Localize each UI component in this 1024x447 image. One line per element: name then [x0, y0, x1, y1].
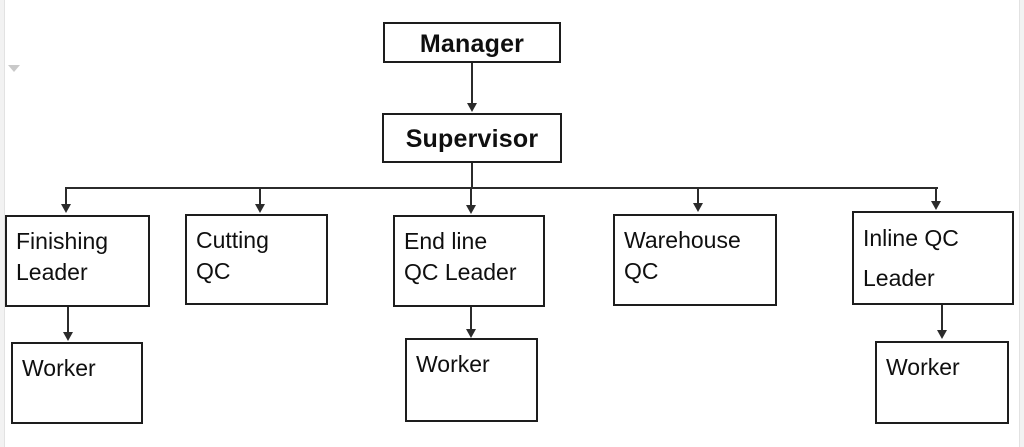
- node-cutting-qc[interactable]: Cutting QC: [185, 214, 328, 305]
- node-worker-mid[interactable]: Worker: [405, 338, 538, 422]
- edge-manager-supervisor: [471, 63, 473, 104]
- page-edge-line-right: [1019, 0, 1020, 447]
- edge-manager-supervisor-arrowhead: [467, 103, 477, 112]
- node-worker-right-label: Worker: [886, 354, 960, 380]
- node-manager-label: Manager: [419, 30, 525, 58]
- node-finishing-leader[interactable]: Finishing Leader: [5, 215, 150, 307]
- node-manager[interactable]: Manager: [383, 22, 561, 63]
- page-gutter-right: [1020, 0, 1024, 447]
- page-gutter-left: [0, 0, 4, 447]
- node-supervisor[interactable]: Supervisor: [382, 113, 562, 163]
- node-warehouse-qc[interactable]: Warehouse QC: [613, 214, 777, 306]
- node-worker-left[interactable]: Worker: [11, 342, 143, 424]
- edge-bus-cutting-arrowhead: [255, 204, 265, 213]
- node-inline-qc-leader[interactable]: Inline QC Leader: [852, 211, 1014, 305]
- collapse-triangle-icon[interactable]: [8, 65, 20, 72]
- edge-supervisor-bus: [66, 187, 938, 189]
- edge-bus-endline-arrowhead: [466, 205, 476, 214]
- edge-finishing-worker-arrowhead: [63, 332, 73, 341]
- node-endline-qc-leader[interactable]: End line QC Leader: [393, 215, 545, 307]
- node-inline-qc-leader-label: Inline QC Leader: [863, 225, 959, 291]
- edge-endline-worker: [470, 307, 472, 331]
- edge-bus-finishing-arrowhead: [61, 204, 71, 213]
- node-finishing-leader-label: Finishing Leader: [16, 228, 109, 285]
- edge-finishing-worker: [67, 307, 69, 334]
- edge-endline-worker-arrowhead: [466, 329, 476, 338]
- edge-bus-warehouse-arrowhead: [693, 203, 703, 212]
- edge-inlineqc-worker: [941, 305, 943, 332]
- node-warehouse-qc-label: Warehouse QC: [624, 227, 741, 284]
- node-supervisor-label: Supervisor: [405, 125, 539, 153]
- edge-bus-warehouse: [697, 187, 699, 205]
- edge-bus-cutting: [259, 187, 261, 206]
- edge-bus-inlineqc: [935, 187, 937, 203]
- node-worker-left-label: Worker: [22, 355, 96, 381]
- edge-inlineqc-worker-arrowhead: [937, 330, 947, 339]
- edge-supervisor-stem: [471, 163, 473, 188]
- node-worker-mid-label: Worker: [416, 351, 490, 377]
- edge-bus-inlineqc-arrowhead: [931, 201, 941, 210]
- node-cutting-qc-label: Cutting QC: [196, 227, 269, 284]
- edge-bus-endline: [470, 187, 472, 207]
- edge-bus-finishing: [65, 187, 67, 206]
- node-endline-qc-leader-label: End line QC Leader: [404, 228, 517, 285]
- page-edge-line-left: [4, 0, 5, 447]
- node-worker-right[interactable]: Worker: [875, 341, 1009, 424]
